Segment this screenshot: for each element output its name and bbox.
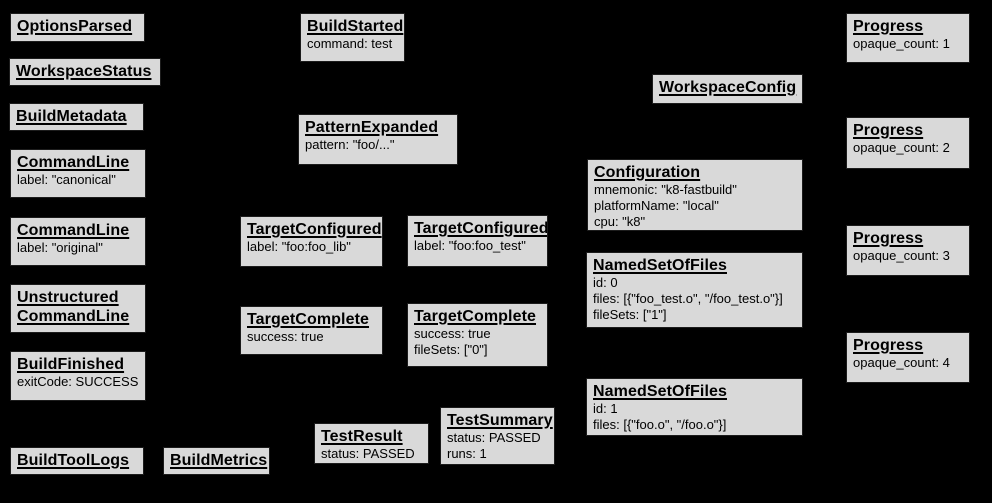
- node-attribute: success: true: [414, 326, 491, 341]
- node-buildstarted: BuildStarted command: test: [300, 13, 405, 62]
- node-title: WorkspaceConfig: [659, 79, 797, 96]
- node-title: BuildToolLogs: [17, 452, 130, 469]
- node-targetconfigured-foo-lib: TargetConfigured label: "foo:foo_lib": [240, 216, 383, 267]
- node-title: WorkspaceStatus: [16, 63, 152, 80]
- node-title: Configuration: [594, 164, 701, 181]
- node-progress-1: Progress opaque_count: 1: [846, 13, 970, 63]
- node-attribute: fileSets: ["0"]: [414, 342, 488, 357]
- node-title: TargetConfigured: [414, 220, 548, 237]
- node-attribute: opaque_count: 1: [853, 36, 950, 51]
- node-buildmetadata: BuildMetadata: [9, 103, 144, 131]
- node-title: TargetComplete: [414, 308, 537, 325]
- node-configuration: Configuration mnemonic: "k8-fastbuild" p…: [587, 159, 803, 231]
- node-patternexpanded: PatternExpanded pattern: "foo/...": [298, 114, 458, 165]
- node-namedsetoffiles-1: NamedSetOfFiles id: 1 files: [{"foo.o", …: [586, 378, 803, 436]
- node-title: OptionsParsed: [17, 18, 133, 35]
- node-attribute: status: PASSED: [321, 446, 415, 461]
- node-workspacestatus: WorkspaceStatus: [9, 58, 161, 86]
- node-unstructuredcommandline: Unstructured CommandLine: [10, 284, 146, 333]
- node-progress-2: Progress opaque_count: 2: [846, 117, 970, 169]
- node-attribute: id: 1: [593, 401, 618, 416]
- node-title: Unstructured CommandLine: [17, 289, 130, 325]
- node-title: TargetComplete: [247, 311, 370, 328]
- node-attribute: success: true: [247, 329, 324, 344]
- node-buildtoollogs: BuildToolLogs: [10, 447, 144, 475]
- node-title: Progress: [853, 230, 924, 247]
- node-attribute: label: "original": [17, 240, 103, 255]
- node-attribute: pattern: "foo/...": [305, 137, 395, 152]
- node-attribute: files: [{"foo_test.o", "/foo_test.o"}]: [593, 291, 783, 306]
- node-testsummary: TestSummary status: PASSED runs: 1: [440, 407, 555, 465]
- node-title: NamedSetOfFiles: [593, 383, 727, 400]
- node-namedsetoffiles-0: NamedSetOfFiles id: 0 files: [{"foo_test…: [586, 252, 803, 328]
- node-title: PatternExpanded: [305, 119, 439, 136]
- node-title: BuildFinished: [17, 356, 125, 373]
- node-progress-3: Progress opaque_count: 3: [846, 225, 970, 276]
- node-attribute: runs: 1: [447, 446, 487, 461]
- node-title: Progress: [853, 122, 924, 139]
- node-title: CommandLine: [17, 222, 130, 239]
- node-attribute: platformName: "local": [594, 198, 719, 213]
- node-targetconfigured-foo-test: TargetConfigured label: "foo:foo_test": [407, 215, 548, 267]
- node-attribute: label: "foo:foo_lib": [247, 239, 351, 254]
- node-commandline-original: CommandLine label: "original": [10, 217, 146, 266]
- node-title: BuildMetadata: [16, 108, 127, 125]
- node-attribute: cpu: "k8": [594, 214, 646, 229]
- node-attribute: status: PASSED: [447, 430, 541, 445]
- node-optionsparsed: OptionsParsed: [10, 13, 145, 42]
- node-attribute: label: "canonical": [17, 172, 116, 187]
- node-attribute: label: "foo:foo_test": [414, 238, 526, 253]
- node-attribute: files: [{"foo.o", "/foo.o"}]: [593, 417, 727, 432]
- node-attribute: id: 0: [593, 275, 618, 290]
- node-title: BuildStarted: [307, 18, 404, 35]
- node-testresult: TestResult status: PASSED: [314, 423, 429, 464]
- node-buildfinished: BuildFinished exitCode: SUCCESS: [10, 351, 146, 401]
- node-attribute: exitCode: SUCCESS: [17, 374, 139, 389]
- node-targetcomplete-foo-lib: TargetComplete success: true: [240, 306, 383, 355]
- node-buildmetrics: BuildMetrics: [163, 447, 270, 475]
- node-attribute: opaque_count: 4: [853, 355, 950, 370]
- node-title: NamedSetOfFiles: [593, 257, 727, 274]
- node-title: BuildMetrics: [170, 452, 268, 469]
- node-title: Progress: [853, 18, 924, 35]
- node-title: CommandLine: [17, 154, 130, 171]
- node-attribute: mnemonic: "k8-fastbuild": [594, 182, 737, 197]
- node-title: Progress: [853, 337, 924, 354]
- node-title: TargetConfigured: [247, 221, 382, 238]
- node-title: TestResult: [321, 428, 403, 445]
- node-attribute: opaque_count: 3: [853, 248, 950, 263]
- node-title: TestSummary: [447, 412, 553, 429]
- node-progress-4: Progress opaque_count: 4: [846, 332, 970, 383]
- node-commandline-canonical: CommandLine label: "canonical": [10, 149, 146, 198]
- node-targetcomplete-foo-test: TargetComplete success: true fileSets: […: [407, 303, 548, 367]
- node-attribute: fileSets: ["1"]: [593, 307, 667, 322]
- node-workspaceconfig: WorkspaceConfig: [652, 74, 803, 104]
- node-attribute: opaque_count: 2: [853, 140, 950, 155]
- node-attribute: command: test: [307, 36, 393, 51]
